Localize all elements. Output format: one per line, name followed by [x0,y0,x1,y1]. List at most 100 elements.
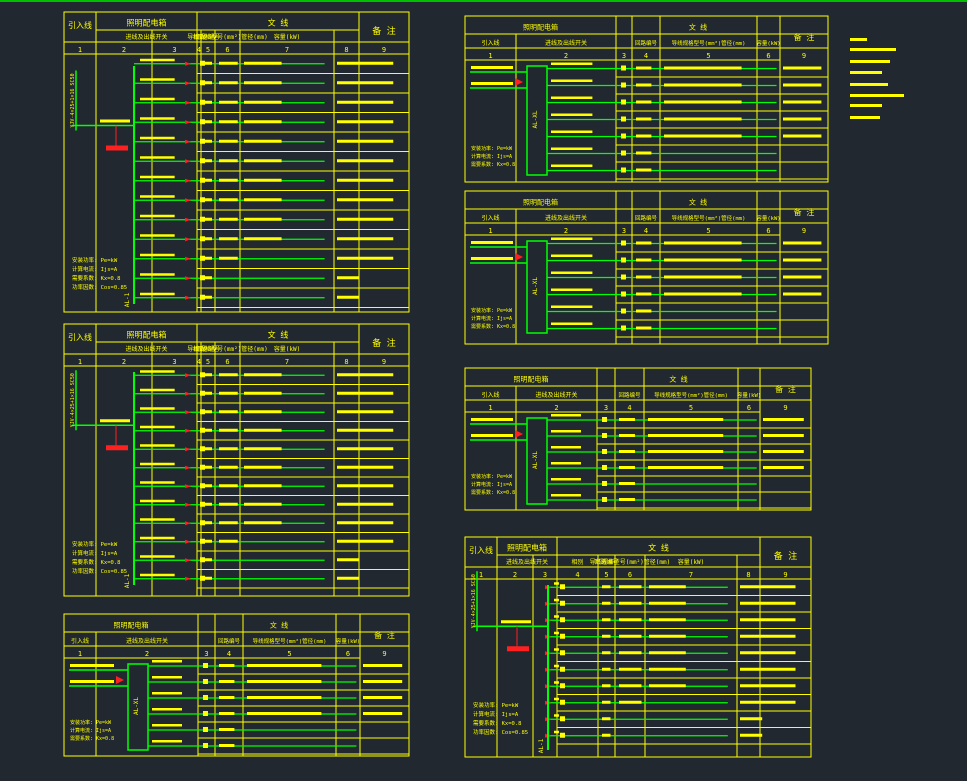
panel-b-capacity-text [244,410,282,414]
panel-b-col-number: 8 [344,358,348,366]
panel-d-remark-text [783,134,822,138]
panel-g-circuit-text [602,684,611,688]
panel-g-col-number: 5 [604,571,608,579]
panel-c-remark-text [363,680,403,683]
panel-a-remark-text [337,217,394,221]
panel-g-circuit-text [602,717,611,721]
panel-a-rating-line: 需要系数: Kx=0.8 [72,274,121,282]
panel-a-frame [63,11,410,313]
panel-d-enclosure-label: AL-XL [532,110,539,128]
panel-a-remark-text [337,295,360,299]
panel-b-col-number: 6 [225,358,229,366]
panel-g-incoming-cable-label: YJV-4×25+1×16 SC50 [471,574,477,628]
panel-g-remark-text [740,585,796,589]
panel-a-arrow-mark [185,81,191,86]
panel-b-panel-heading: 照明配电箱 [127,330,167,340]
panel-f-breaker-text [551,430,581,433]
panel-a-circuit-text [205,217,212,221]
panel-a-remark-text [337,159,394,163]
panel-g-remark-text [740,667,796,671]
panel-a-capacity-text [244,61,282,65]
panel-e-col-number: 5 [706,227,710,235]
panel-b-circuit-text [205,428,212,432]
panel-b-breaker-text [140,370,175,373]
panel-d-circuit-subheading: 回路编号 [635,39,658,47]
panel-b-phase-mark [200,390,205,396]
panel-a-capacity-text [244,159,282,163]
panel-a-arrow-mark [185,61,191,66]
panel-a-arrow-mark [185,217,191,222]
panel-e-incoming-cable-text [471,241,513,244]
panel-c-enclosure-box [127,663,149,751]
panel-a-col-number: 1 [78,46,82,54]
panel-a-col-number: 5 [206,46,210,54]
panel-c-rating-line: 需要系数: Kx=0.8 [70,735,114,742]
panel-a-remark-heading: 备 注 [372,25,395,37]
panel-a-cable-text [219,159,238,163]
panel-e-breaker-text [551,237,593,240]
panel-g-capacity-text [649,634,686,638]
panel-b-remark-text [337,521,394,525]
panel-b-incoming-cable-label: YJV-4×25+1×16 SC50 [70,373,76,427]
panel-b-breaker-text [140,425,175,429]
panel-a-phase-mark [200,60,205,66]
panel-a-arrow-mark [185,237,191,242]
panel-b-phase-mark [200,409,205,415]
panel-b-cable-text [219,539,238,543]
panel-e-circuit-text [636,326,652,330]
panel-b-remark-heading: 备 注 [372,337,395,349]
panel-b-circuit-text [205,465,212,469]
panel-e-phase-mark [621,240,626,246]
panel-a-intro-heading: 引入线 [68,20,92,30]
panel-b-phase-mark [200,483,205,489]
panel-e-cable-text [664,258,742,262]
panel-e-intro-heading: 引入线 [481,214,499,222]
legend-stripe [850,60,890,63]
panel-e-enclosure-label: AL-XL [532,277,539,295]
panel-f-remark-text [763,434,804,437]
panel-b-cable-text [219,447,238,451]
panel-g-breaker-text [554,714,559,717]
panel-c-breaker-text [152,740,182,743]
panel-b-arrow-mark [185,484,191,489]
panel-b-capacity-text [244,502,282,506]
panel-a-breaker-text [140,234,175,237]
panel-f-col-number: 6 [747,404,751,412]
panel-b-rating-line: 安装功率: Pe=kW [72,540,118,548]
panel-c-arrow-mark [116,676,124,684]
panel-d-phase-mark [621,150,626,156]
panel-g-capacity-text [649,585,686,589]
panel-g-phase-mark [560,699,565,705]
panel-e-phase-mark [621,325,626,331]
panel-g-cable-text [619,618,642,622]
panel-d-rating-line: 需要系数: Kx=0.8 [471,161,515,168]
panel-d-phase-mark [621,133,626,139]
panel-c-circuit-text [219,696,235,699]
panel-f-breaker-text [551,478,581,481]
panel-b-arrow-mark [185,373,191,378]
panel-f-phase-mark [602,481,607,486]
panel-a-arrow-mark [185,276,191,281]
panel-a-circuit-text [205,61,212,65]
panel-a-circuit-text [205,178,212,182]
panel-b-cable-text [219,521,238,525]
panel-a-capacity-text [244,100,282,104]
panel-g-col-number: 2 [513,571,517,579]
panel-a-col-number: 2 [122,46,126,54]
panel-d-phase-mark [621,65,626,71]
legend-stripe [850,48,896,51]
panel-a-phase-mark [200,294,205,300]
panel-e-remark-text [783,292,822,296]
panel-g-phase-mark [560,584,565,590]
panel-d-enclosure-box [526,65,548,176]
panel-a-panel-heading: 照明配电箱 [127,18,167,28]
panel-b-phase-mark [200,427,205,433]
panel-d-panel-heading: 照明配电箱 [523,23,558,32]
panel-e-frame [464,190,829,345]
panel-f-col-number: 5 [689,404,693,412]
panel-d-breaker-text [551,96,593,99]
panel-b-phase-mark [200,464,205,470]
panel-b-capacity-text [244,391,282,395]
panel-b-capacity-text [244,428,282,432]
panel-c-breaker-text [152,708,182,711]
